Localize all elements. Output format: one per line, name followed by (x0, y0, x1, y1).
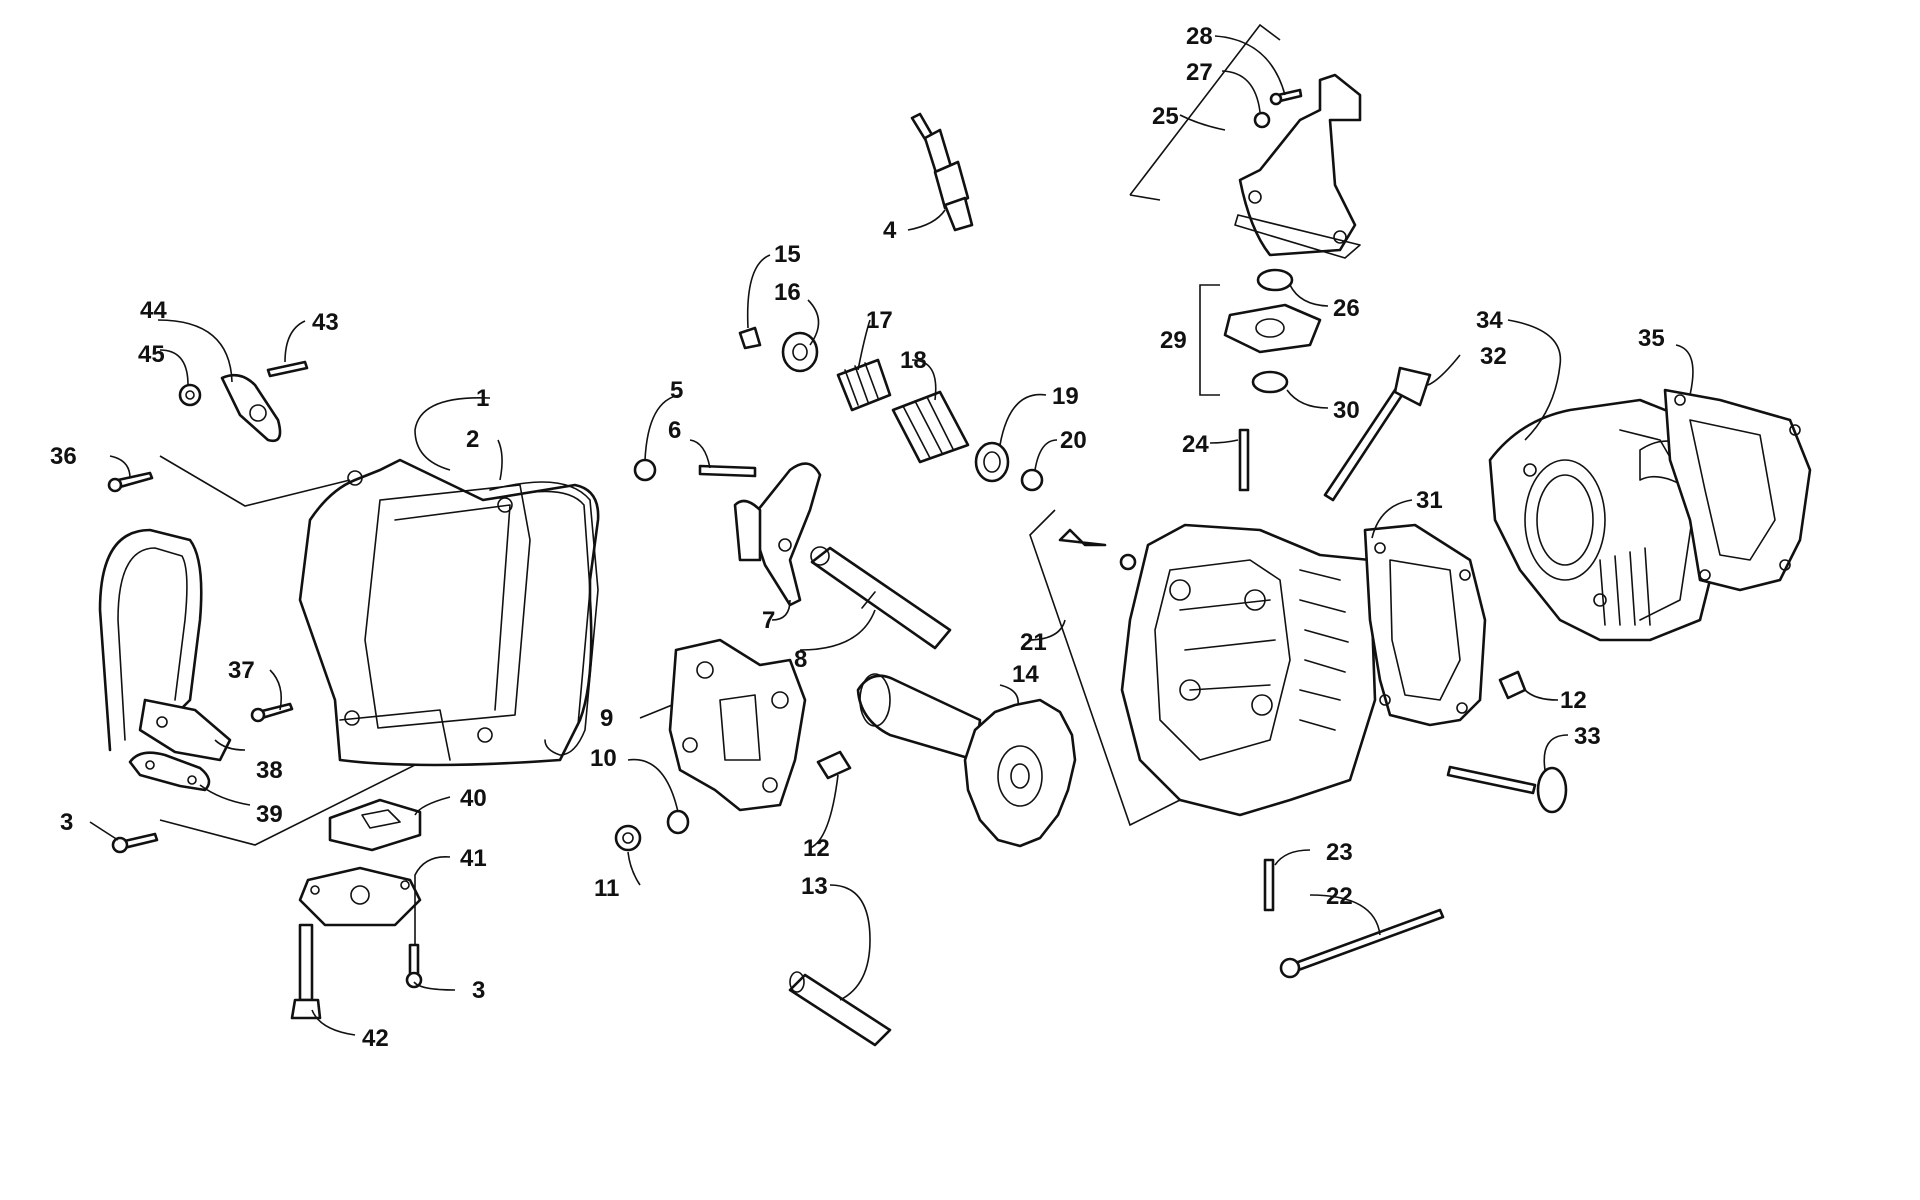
nut-part-5 (633, 458, 657, 482)
head-gasket-part-31 (1363, 523, 1487, 727)
callout-40: 40 (460, 785, 487, 812)
callout-44: 44 (140, 297, 167, 324)
callout-3-left: 3 (60, 809, 73, 836)
valve-part-32 (1323, 366, 1432, 502)
nut-part-11 (614, 824, 642, 852)
o-ring-part-26 (1256, 268, 1294, 292)
spring-part-18 (891, 390, 970, 464)
cover-gasket-part-2 (489, 481, 599, 756)
seal-part-20 (1020, 468, 1044, 492)
callout-33: 33 (1574, 723, 1601, 750)
callout-28: 28 (1186, 23, 1213, 50)
gasket-part-44 (220, 373, 282, 443)
camshaft-holder-part-9 (668, 638, 807, 812)
callout-30: 30 (1333, 397, 1360, 424)
nut-part-27 (1253, 111, 1271, 129)
callout-22: 22 (1326, 883, 1353, 910)
callout-42: 42 (362, 1025, 389, 1052)
callout-7: 7 (762, 607, 775, 634)
callout-26: 26 (1333, 295, 1360, 322)
cylinder-part-34 (1488, 398, 1722, 642)
bolt-part-28 (1269, 88, 1303, 106)
stud-part-23 (1263, 858, 1275, 912)
callout-45: 45 (138, 341, 165, 368)
breather-tube-part-38 (98, 528, 232, 762)
callout-31: 31 (1416, 487, 1443, 514)
collet-part-15 (738, 326, 762, 350)
rocker-shaft-part-8 (810, 546, 952, 650)
bolt-part-42 (290, 923, 322, 1020)
callout-25: 25 (1152, 103, 1179, 130)
valve-part-33 (1446, 765, 1568, 814)
intake-manifold-part-25 (1234, 73, 1362, 259)
group-bracket-lines (159, 23, 1281, 846)
callout-18: 18 (900, 347, 927, 374)
callout-36: 36 (50, 443, 77, 470)
dowel-part-12-right (1498, 670, 1527, 700)
callout-2: 2 (466, 426, 479, 453)
callout-43: 43 (312, 309, 339, 336)
callout-10: 10 (590, 745, 617, 772)
callout-24: 24 (1182, 431, 1209, 458)
callout-20: 20 (1060, 427, 1087, 454)
adjuster-screw-part-6 (698, 464, 757, 478)
callout-35: 35 (1638, 325, 1665, 352)
callout-13: 13 (801, 873, 828, 900)
callout-11: 11 (594, 875, 619, 902)
callout-39: 39 (256, 801, 283, 828)
callout-29: 29 (1160, 327, 1187, 354)
valve-cover-part-1 (298, 458, 600, 767)
callout-32: 32 (1480, 343, 1507, 370)
bolt-part-3-left (111, 832, 159, 854)
callout-4: 4 (883, 217, 897, 244)
bolt-part-36 (107, 471, 154, 493)
camshaft-part-14 (856, 673, 1077, 848)
callout-9: 9 (600, 705, 613, 732)
callout-1: 1 (476, 385, 489, 412)
callout-34: 34 (1476, 307, 1503, 334)
dowel-part-12-left (816, 750, 852, 780)
bolt-part-37 (250, 702, 294, 723)
stud-part-43 (266, 360, 309, 378)
callout-labels: 1 2 3 3 4 5 6 7 8 9 10 11 12 12 13 14 15… (50, 23, 1665, 1052)
callout-3-bottom: 3 (472, 977, 485, 1004)
stud-part-24 (1238, 428, 1250, 492)
callout-19: 19 (1052, 383, 1079, 410)
o-ring-part-30 (1251, 370, 1289, 394)
callout-5: 5 (670, 377, 683, 404)
pad-part-40 (328, 798, 422, 852)
callout-37: 37 (228, 657, 255, 684)
leader-lines (89, 35, 1694, 1036)
callout-21: 21 (1020, 629, 1047, 656)
callout-14: 14 (1012, 661, 1039, 688)
callout-27: 27 (1186, 59, 1213, 86)
callout-12-left: 12 (803, 835, 830, 862)
spring-part-17 (836, 358, 892, 412)
pin-part-13 (788, 971, 892, 1047)
insulator-part-29 (1223, 303, 1322, 354)
callout-17: 17 (866, 307, 893, 334)
washer-part-10 (666, 809, 690, 835)
base-gasket-part-35 (1663, 388, 1812, 592)
seat-part-19 (974, 441, 1010, 483)
bolt-part-3-bottom (405, 943, 423, 989)
callout-8: 8 (794, 646, 807, 673)
spark-plug-part-4 (910, 112, 974, 232)
through-bolt-part-22 (1279, 908, 1445, 979)
cylinder-head-part-21 (1058, 523, 1377, 817)
retainer-part-16 (781, 331, 819, 373)
breather-gasket-part-39 (128, 751, 211, 792)
callout-6: 6 (668, 417, 681, 444)
nut-part-45 (178, 383, 202, 407)
cover-plate-part-41 (298, 866, 422, 927)
callout-15: 15 (774, 241, 801, 268)
rocker-arm-part-7 (733, 462, 822, 607)
callout-41: 41 (460, 845, 487, 872)
callout-38: 38 (256, 757, 283, 784)
callout-16: 16 (774, 279, 801, 306)
callout-23: 23 (1326, 839, 1353, 866)
callout-12-right: 12 (1560, 687, 1587, 714)
